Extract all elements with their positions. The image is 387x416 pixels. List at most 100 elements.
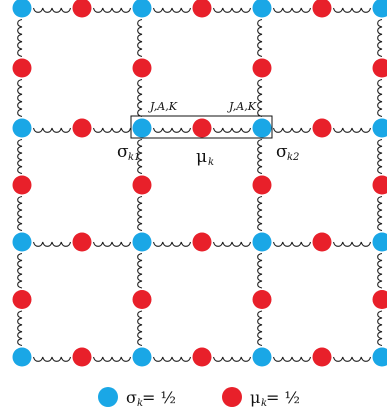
sigma-k2-subscript: k2 [287, 152, 299, 163]
spring-coupling [212, 7, 252, 13]
legend-mu-value: = ½ [266, 388, 300, 407]
mu-site [372, 175, 387, 195]
spring-coupling [137, 195, 143, 232]
spring-coupling [212, 356, 252, 362]
sigma-site [132, 347, 152, 367]
spring-coupling [272, 7, 312, 13]
legend-sigma-dot [98, 387, 118, 407]
spring-coupling [137, 18, 143, 58]
spring-coupling [152, 127, 192, 133]
spring-coupling [137, 138, 143, 175]
spring-coupling [377, 310, 383, 347]
spring-coupling [17, 195, 23, 232]
spring-coupling [332, 241, 372, 247]
mu-site [192, 232, 212, 252]
sigma-site [132, 118, 152, 138]
spring-coupling [92, 7, 132, 13]
sigma-site [252, 347, 272, 367]
mu-site [192, 118, 212, 138]
mu-site [372, 58, 387, 78]
spring-coupling [212, 127, 252, 133]
sigma-k2-label: σ k2 [276, 142, 299, 163]
mu-site [312, 347, 332, 367]
mu-k-label: μ k [196, 147, 214, 168]
sigma-k2-symbol: σ [276, 142, 288, 162]
spring-coupling [257, 310, 263, 347]
mu-site [72, 232, 92, 252]
sigma-site [12, 347, 32, 367]
spring-coupling [17, 18, 23, 58]
mu-site [72, 347, 92, 367]
spring-label-right: J,A,K [227, 100, 257, 113]
mu-site [312, 118, 332, 138]
spring-coupling [272, 241, 312, 247]
spring-coupling [137, 78, 143, 118]
spring-coupling [377, 78, 383, 118]
spring-coupling [32, 356, 72, 362]
mu-site [192, 0, 212, 18]
spring-coupling [272, 127, 312, 133]
sigma-site [252, 0, 272, 18]
mu-site [132, 175, 152, 195]
sigma-k1-subscript: k1 [128, 152, 140, 163]
spring-coupling [152, 356, 192, 362]
sigma-k1-label: σ k1 [117, 142, 140, 163]
sigma-site [12, 0, 32, 18]
legend-sigma-value: = ½ [142, 388, 176, 407]
legend-mu-dot [222, 387, 242, 407]
sigma-site [252, 118, 272, 138]
spring-coupling [17, 78, 23, 118]
spring-coupling [257, 195, 263, 232]
spring-coupling [92, 356, 132, 362]
mu-site [132, 290, 152, 309]
legend-sigma-subscript: k [137, 398, 143, 409]
legend-mu-symbol: μ [250, 388, 260, 407]
spring-coupling [257, 78, 263, 118]
sigma-site [372, 0, 387, 18]
spring-coupling [17, 138, 23, 175]
mu-site [372, 290, 387, 309]
mu-site [192, 347, 212, 367]
spring-coupling [257, 18, 263, 58]
mu-site [252, 58, 272, 78]
spring-coupling [152, 241, 192, 247]
spring-coupling [212, 241, 252, 247]
spring-coupling [377, 18, 383, 58]
mu-site [72, 0, 92, 18]
spring-coupling [257, 138, 263, 175]
sigma-site [132, 232, 152, 252]
site-layer [12, 0, 387, 367]
spring-coupling [332, 356, 372, 362]
spring-coupling [32, 7, 72, 13]
spring-coupling [332, 127, 372, 133]
spring-coupling [92, 127, 132, 133]
spring-coupling [32, 127, 72, 133]
legend-sigma-symbol: σ [126, 388, 137, 407]
legend: σ k = ½ μ k = ½ [98, 387, 300, 409]
spring-coupling [152, 7, 192, 13]
spring-coupling [377, 252, 383, 289]
spring-coupling [32, 241, 72, 247]
spring-coupling [17, 252, 23, 289]
mu-site [312, 232, 332, 252]
sigma-site [12, 118, 32, 138]
mu-site [72, 118, 92, 138]
spring-layer [17, 7, 383, 362]
mu-site [132, 58, 152, 78]
mu-site [12, 58, 32, 78]
sigma-site [12, 232, 32, 252]
mu-site [312, 0, 332, 18]
highlight-box [130, 115, 273, 139]
spring-coupling [332, 7, 372, 13]
mu-k-subscript: k [208, 157, 214, 168]
mu-site [252, 175, 272, 195]
spring-coupling [257, 252, 263, 289]
legend-mu-subscript: k [261, 398, 267, 409]
spring-coupling [17, 310, 23, 347]
mu-site [252, 290, 272, 309]
sigma-site [372, 118, 387, 138]
spring-coupling [137, 310, 143, 347]
mu-site [12, 175, 32, 195]
spring-coupling [377, 138, 383, 175]
spring-coupling [92, 241, 132, 247]
